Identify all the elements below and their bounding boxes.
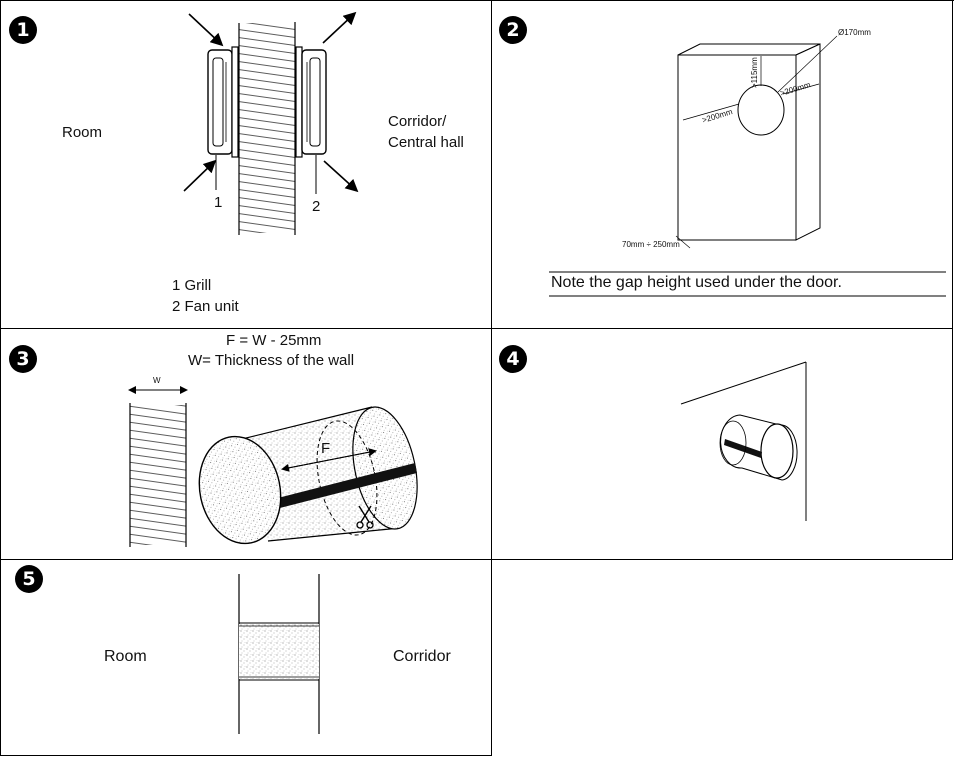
step-number-badge: 1: [9, 16, 37, 44]
corridor-label-line1: Corridor/: [388, 113, 447, 130]
gap-height-note: Note the gap height used under the door.: [551, 274, 842, 291]
panel-1: 1 Room Corridor/ Central hall 1 2 1 Gril…: [1, 1, 491, 328]
step-number-badge: 4: [499, 345, 527, 373]
formula-text: F = W - 25mm: [226, 332, 322, 349]
room-label: Room: [62, 124, 103, 141]
grid-divider-row1: [0, 328, 953, 329]
corridor-label: Corridor: [393, 648, 451, 665]
legend-fan-unit: 2 Fan unit: [172, 298, 239, 315]
grid-border-bottom: [0, 755, 492, 756]
step-number-badge: 5: [15, 565, 43, 593]
grid-border-left: [0, 0, 1, 756]
grid-border-right: [952, 0, 953, 560]
panel-5: 5 Room Corridor: [1, 560, 491, 755]
panel-2: 2: [492, 1, 952, 328]
callout-number-1: 1: [214, 194, 223, 211]
callout-number-2: 2: [312, 198, 321, 215]
grid-divider-vertical: [491, 0, 492, 756]
wall-thickness-definition: W= Thickness of the wall: [188, 352, 355, 369]
step-number-badge: 2: [499, 16, 527, 44]
grid-border-top: [0, 0, 954, 1]
legend-grill: 1 Grill: [172, 277, 212, 294]
step-number-badge: 3: [9, 345, 37, 373]
room-label: Room: [104, 648, 147, 665]
panel-4: 4: [492, 329, 952, 559]
corridor-label-line2: Central hall: [388, 134, 464, 151]
grid-divider-row2: [0, 559, 953, 560]
panel-3: 3 F = W - 25mm W= Thickness of the wall: [1, 329, 491, 559]
